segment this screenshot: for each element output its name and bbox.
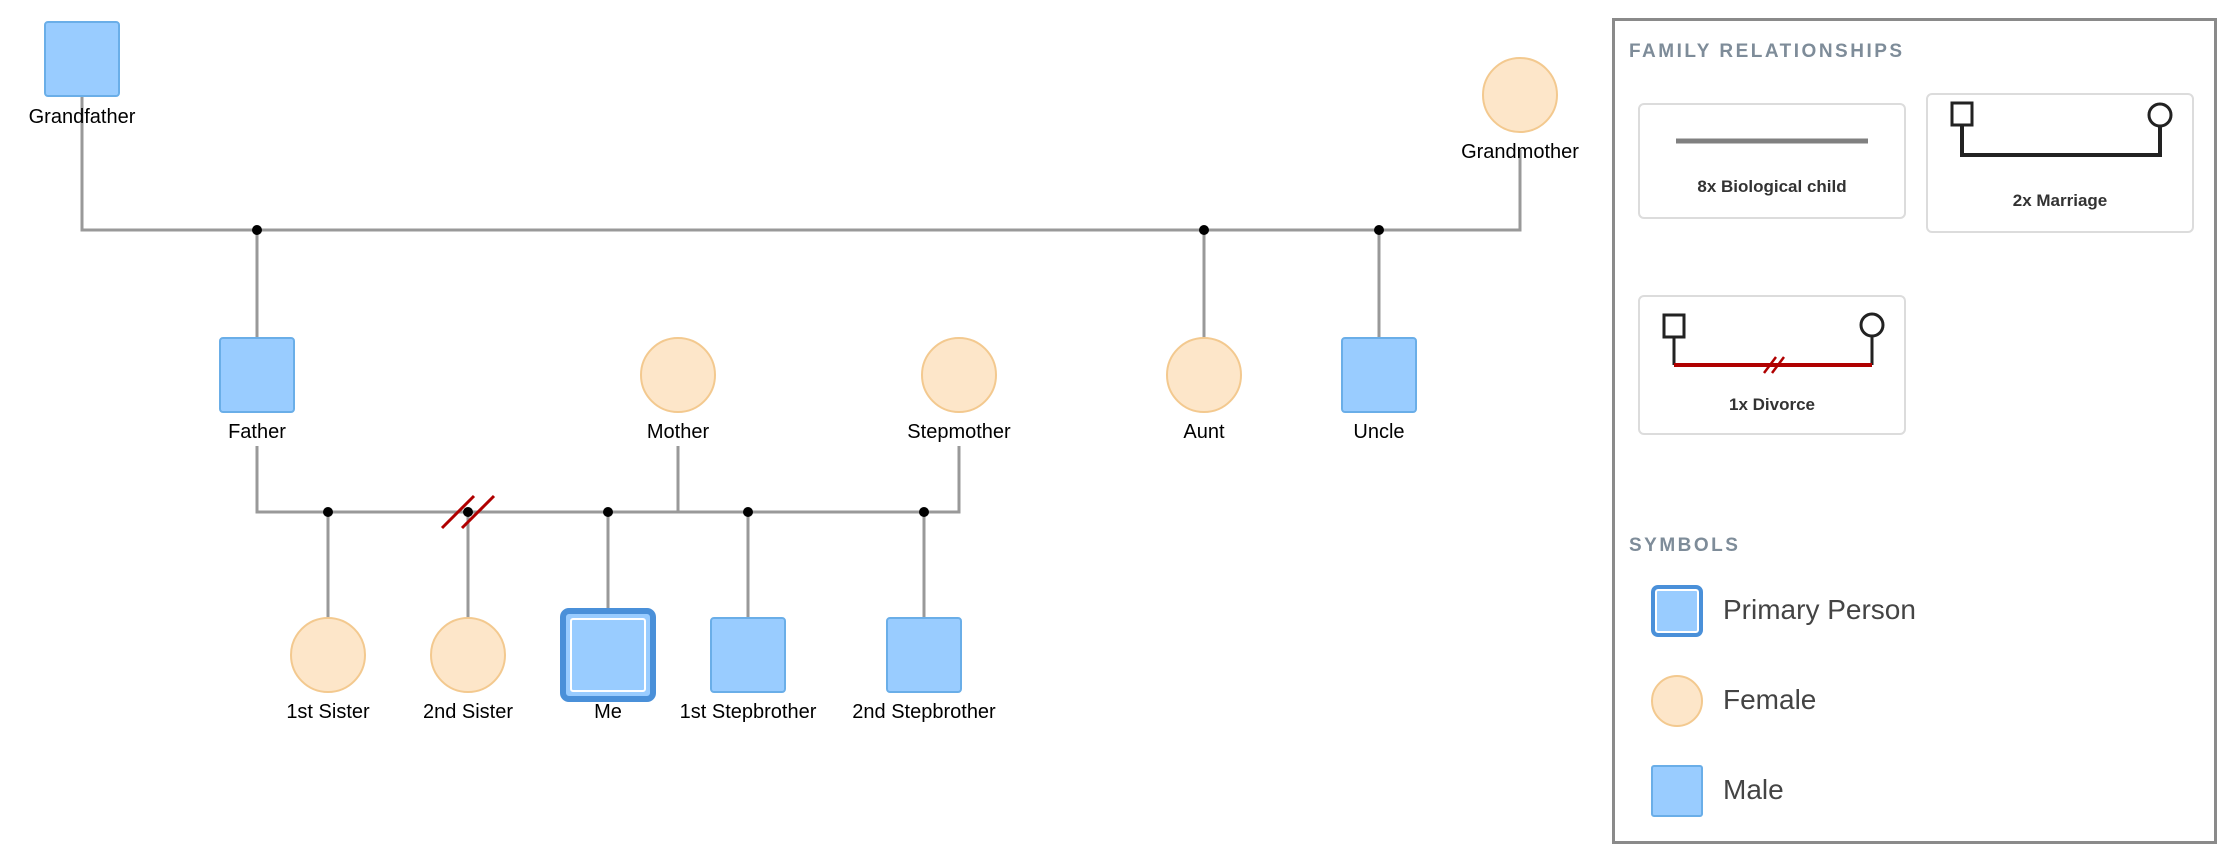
- label-me: Me: [594, 701, 622, 723]
- divorce-label: 1x Divorce: [1729, 395, 1815, 414]
- person-father[interactable]: [219, 337, 295, 413]
- legend-card-biological-child: 8x Biological child: [1638, 103, 1906, 219]
- legend-symbols-title: SYMBOLS: [1629, 535, 1741, 556]
- person-stepbrother2[interactable]: [886, 617, 962, 693]
- person-sister1[interactable]: [290, 617, 366, 693]
- label-aunt: Aunt: [1183, 421, 1225, 443]
- legend-card-divorce: 1x Divorce: [1638, 295, 1906, 435]
- label-stepbrother1: 1st Stepbrother: [680, 701, 817, 723]
- person-mother[interactable]: [640, 337, 716, 413]
- person-stepmother[interactable]: [921, 337, 997, 413]
- divorce-line-icon: [1662, 312, 1885, 374]
- connector-lines: [80, 96, 1522, 618]
- label-grandmother: Grandmother: [1461, 141, 1579, 163]
- person-grandmother[interactable]: [1482, 57, 1558, 133]
- family-tree-diagram: Grandfather Grandmother Father Mother St…: [29, 21, 1579, 723]
- label-uncle: Uncle: [1353, 421, 1404, 443]
- female-symbol-icon: [1651, 675, 1703, 727]
- biological-child-label: 8x Biological child: [1697, 177, 1847, 196]
- male-symbol-icon: [1651, 765, 1703, 817]
- primary-person-label: Primary Person: [1723, 594, 1916, 625]
- label-sister1: 1st Sister: [286, 701, 370, 723]
- label-father: Father: [228, 421, 286, 443]
- junction-dots: [252, 225, 1384, 517]
- person-sister2[interactable]: [430, 617, 506, 693]
- label-stepmother: Stepmother: [907, 421, 1011, 443]
- person-stepbrother1[interactable]: [710, 617, 786, 693]
- legend-relationships-title: FAMILY RELATIONSHIPS: [1629, 41, 1905, 62]
- biological-child-line-icon: [1676, 138, 1868, 144]
- marriage-line-icon: [1950, 101, 2173, 157]
- legend-card-marriage: 2x Marriage: [1926, 93, 2194, 233]
- primary-person-symbol-icon: [1651, 585, 1703, 637]
- female-label: Female: [1723, 684, 1817, 715]
- person-uncle[interactable]: [1341, 337, 1417, 413]
- label-grandfather: Grandfather: [29, 106, 136, 128]
- person-grandfather[interactable]: [44, 21, 120, 97]
- divorce-marker: [440, 494, 496, 530]
- person-aunt[interactable]: [1166, 337, 1242, 413]
- male-label: Male: [1723, 774, 1784, 805]
- marriage-label: 2x Marriage: [2012, 191, 2108, 210]
- legend-panel: FAMILY RELATIONSHIPS 8x Biological child…: [1612, 18, 2217, 844]
- person-me[interactable]: [560, 608, 656, 702]
- label-mother: Mother: [647, 421, 710, 443]
- marriage-line-grandparents: [80, 96, 1522, 232]
- marriage-line-father-stepmother: [255, 446, 961, 514]
- label-sister2: 2nd Sister: [423, 701, 513, 723]
- label-stepbrother2: 2nd Stepbrother: [852, 701, 996, 723]
